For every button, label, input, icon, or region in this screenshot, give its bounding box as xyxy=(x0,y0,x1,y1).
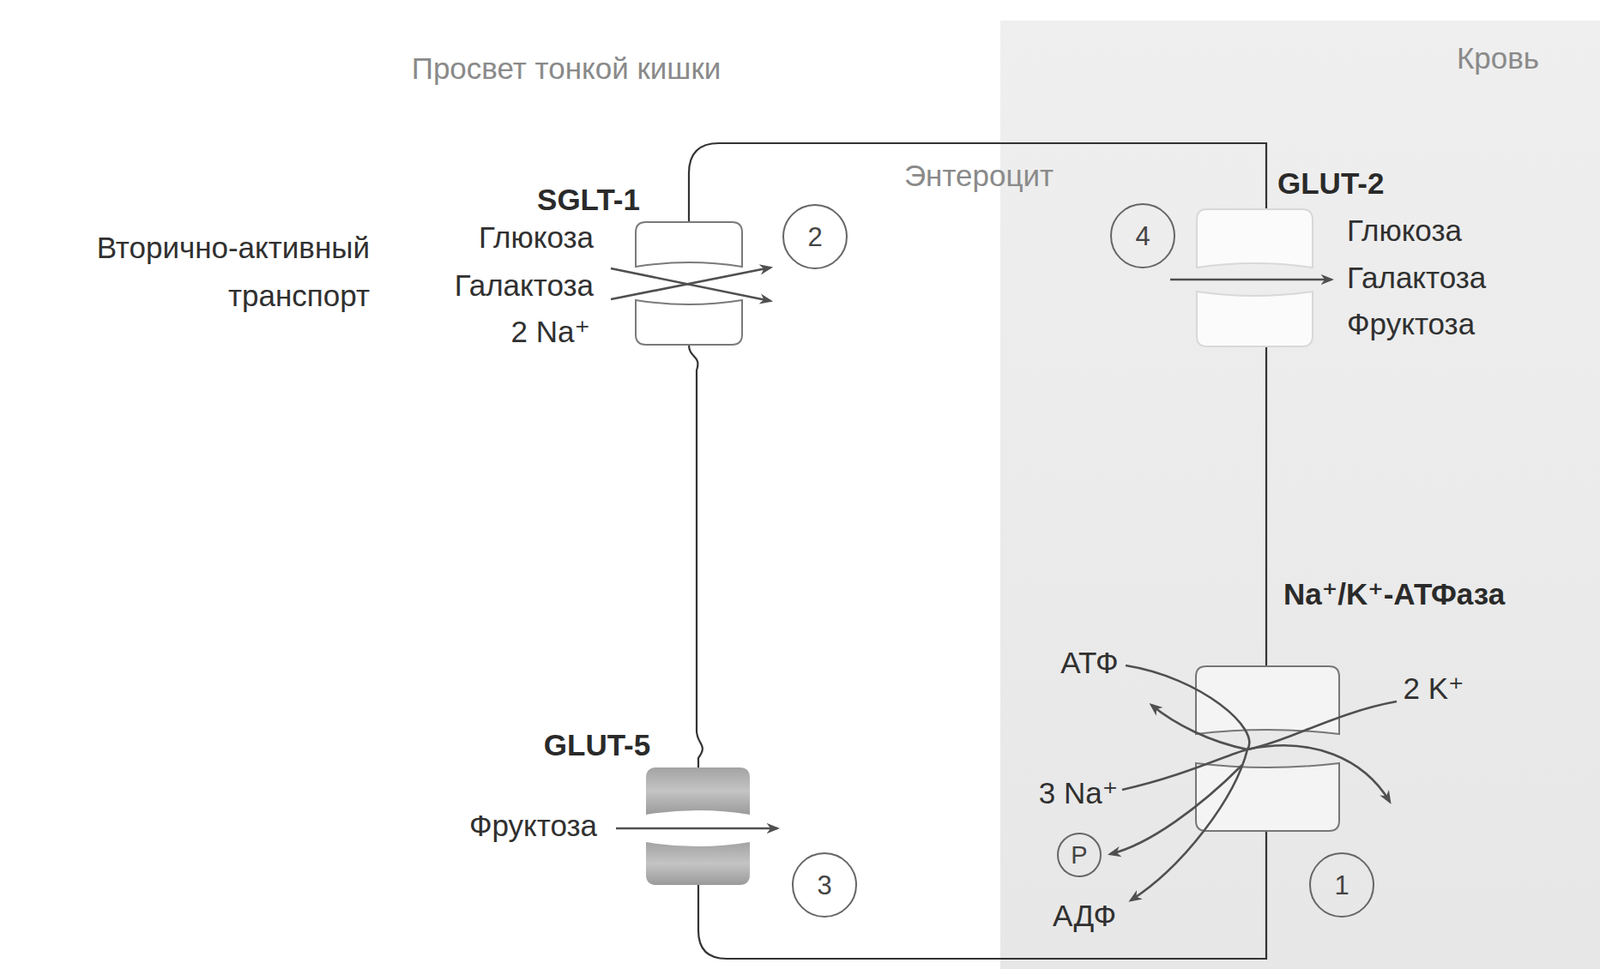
phosphate-symbol: P xyxy=(1056,833,1102,878)
region-label: Просвет тонкой кишки xyxy=(411,50,722,87)
enterocyte-cell: ЭнтероцитSGLT-1GLUT-2Na⁺/K⁺-АТФазаGLUT-5 xyxy=(682,137,1283,966)
potassium-arrow xyxy=(1151,701,1397,750)
transport-arrow xyxy=(610,268,771,302)
sodium-arrow xyxy=(1122,745,1390,803)
blood-region xyxy=(1000,20,1600,969)
transporter-subunit xyxy=(1195,763,1340,832)
transporter-name: GLUT-5 xyxy=(543,727,651,764)
cell-label: Энтероцит xyxy=(904,157,1054,194)
transporter-name: Na⁺/K⁺-АТФаза xyxy=(1283,576,1505,613)
substrate-label: Галактоза xyxy=(454,267,594,304)
transporter-name: SGLT-1 xyxy=(537,181,640,218)
molecule-label: АТФ xyxy=(1060,645,1118,682)
transport-arrow xyxy=(1170,278,1332,282)
transporter-subunit xyxy=(1196,209,1313,268)
transporter-glyph xyxy=(1196,209,1313,347)
molecule-label: АДФ xyxy=(1052,898,1117,935)
substrate-label: Фруктоза xyxy=(1346,306,1475,343)
substrate-label: Фруктоза xyxy=(469,808,598,845)
cell-membrane xyxy=(698,831,1267,960)
substrate-label: Галактоза xyxy=(1346,259,1486,296)
ion-label: 3 Na⁺ xyxy=(1038,775,1118,812)
transporter-glyph xyxy=(646,767,750,886)
transporter-subunit xyxy=(1196,291,1313,347)
transporter-subunit xyxy=(646,767,750,816)
glut5-transporter: GLUT-5 xyxy=(646,767,750,886)
ion-label: 2 Na⁺ xyxy=(511,313,591,351)
phosphate-arrow xyxy=(1110,765,1243,855)
transporter-subunit xyxy=(646,842,750,886)
transport-type-label: Вторично-активный транспорт xyxy=(89,223,370,320)
cell-outline xyxy=(682,137,1283,966)
substrate-label: Глюкоза xyxy=(1346,212,1462,249)
ion-label: 2 K⁺ xyxy=(1402,670,1464,707)
substrate-label: Глюкоза xyxy=(478,219,594,256)
transport-arrow xyxy=(615,827,778,831)
transporter-subunit xyxy=(1195,666,1340,735)
glut2-transporter: GLUT-2 xyxy=(1196,209,1313,347)
transporter-subunit xyxy=(635,222,743,267)
transport-arrow xyxy=(610,267,771,300)
cell-membrane xyxy=(688,143,1267,223)
callout-number: 1 xyxy=(1309,852,1375,918)
transporter-subunit xyxy=(635,300,743,345)
atp-arrow xyxy=(1125,665,1250,901)
cell-membrane xyxy=(688,344,703,768)
region-label: Кровь xyxy=(1456,40,1540,77)
callout-number: 2 xyxy=(782,204,848,270)
transporter-name: GLUT-2 xyxy=(1277,165,1384,202)
callout-number: 3 xyxy=(791,852,858,918)
cell-membrane xyxy=(1265,346,1268,667)
callout-number: 4 xyxy=(1110,203,1176,269)
